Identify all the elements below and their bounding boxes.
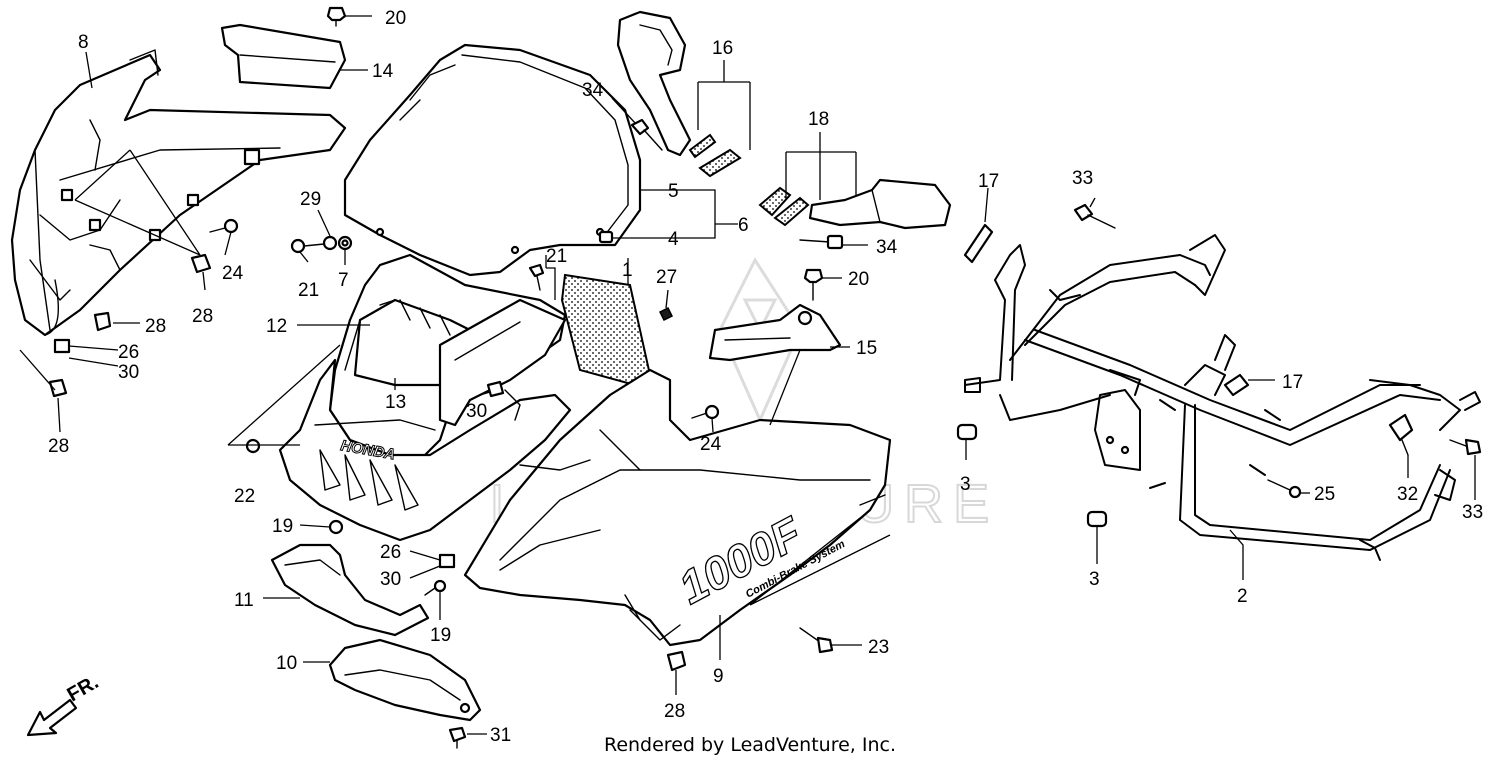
callout: 22: [234, 486, 255, 507]
callout: 28: [664, 701, 685, 722]
callout: 26: [380, 542, 401, 563]
part-30-clip-mid: [486, 380, 505, 398]
callout: 7: [338, 270, 349, 291]
callout: 19: [430, 625, 451, 646]
part-21-screw-mid: [528, 263, 545, 291]
part-10-lower-cover: [328, 638, 482, 722]
part-26-clip-left: [53, 338, 71, 354]
callout: 30: [466, 401, 487, 422]
callout: 30: [380, 569, 401, 590]
callout: 26: [118, 342, 139, 363]
callout: 20: [848, 269, 869, 290]
callout: 4: [668, 229, 679, 250]
callout: 34: [876, 237, 898, 258]
part-17-rubber-right: [1223, 373, 1250, 397]
part-21-screw-left: [290, 238, 325, 254]
part-28-clip-a: [190, 253, 212, 274]
part-18-mirror-right: [758, 178, 952, 230]
callout: 17: [1282, 372, 1303, 393]
part-19-screw-a: [328, 519, 344, 535]
callout: 3: [1089, 569, 1100, 590]
callout: 6: [738, 215, 749, 236]
part-24-bolt-left: [209, 218, 239, 234]
callout: 17: [978, 171, 999, 192]
part-11-lower-trim: [270, 543, 430, 637]
callout: 31: [490, 725, 511, 746]
part-31-screw: [448, 726, 467, 749]
part-13-bracket: [438, 298, 567, 427]
part-8-side-cowl: [10, 49, 347, 337]
front-direction-indicator: FR.: [26, 671, 102, 737]
part-16-mirror-left: [616, 10, 742, 178]
callout: 13: [385, 392, 406, 413]
callout: 8: [78, 32, 89, 53]
callout: 18: [808, 109, 829, 130]
part-3-damper-b: [1086, 510, 1108, 528]
part-29-washer: [322, 235, 353, 251]
callout: 2: [1237, 586, 1248, 607]
callout: 32: [1397, 484, 1418, 505]
callout: 11: [234, 590, 254, 611]
callout: 33: [1072, 168, 1093, 189]
callout: 24: [700, 434, 722, 455]
leader-lines: [19, 15, 1476, 735]
part-17-rubber-top: [963, 223, 994, 264]
part-4-grommet: [598, 230, 614, 244]
callout: 16: [712, 38, 733, 59]
callout: 19: [272, 516, 293, 537]
part-23-bolt: [799, 627, 834, 654]
part-22-bolt: [245, 438, 261, 454]
callout-labels: 20 8 14 16 34 18 5 4 6 29 21 7 24 28 28 …: [48, 8, 1483, 746]
callout: 28: [192, 306, 213, 327]
part-26-clip-mid: [438, 553, 456, 569]
credit-line: Rendered by LeadVenture, Inc.: [603, 734, 897, 756]
callout: 27: [656, 267, 677, 288]
callout: 28: [48, 436, 69, 457]
callout: 25: [1314, 484, 1335, 505]
callout: 14: [372, 61, 394, 82]
part-14-inner-panel: [220, 23, 347, 90]
part-5-windscreen: [343, 43, 642, 277]
part-19-screw-b: [424, 579, 447, 596]
part-25-bolt: [1267, 479, 1302, 499]
part-3-damper-a: [956, 423, 978, 441]
callout: 5: [668, 181, 679, 202]
callout: 24: [222, 263, 244, 284]
callout: 21: [546, 246, 567, 267]
part-20-screw-right: [803, 268, 824, 301]
callout: 30: [118, 362, 139, 383]
part-28-clip-bottom: [666, 650, 687, 672]
part-28-clip-c: [48, 378, 68, 398]
part-34-bolt-right: [799, 234, 844, 250]
part-2-frame-stay: [964, 234, 1481, 561]
callout: 23: [868, 637, 889, 658]
part-28-clip-b: [93, 311, 112, 332]
callout: 9: [713, 666, 724, 687]
callout: 34: [582, 80, 604, 101]
callout: 3: [960, 474, 971, 495]
callout: 15: [856, 338, 877, 359]
callout: 29: [300, 189, 321, 210]
part-20-screw-top: [326, 6, 347, 27]
callout: 20: [385, 8, 406, 29]
part-33-bolt-top: [1073, 203, 1116, 229]
part-24-bolt-mid: [691, 404, 720, 420]
callout: 21: [298, 280, 319, 301]
part-32-clip: [1388, 413, 1414, 456]
callout: 1: [622, 260, 633, 281]
part-33-bolt-right: [1449, 438, 1482, 456]
part-27-nut: [658, 306, 674, 322]
callout: 12: [266, 316, 287, 337]
callout: 10: [276, 653, 297, 674]
part-1-plate: [560, 273, 652, 387]
callout: 33: [1462, 502, 1483, 523]
callout: 28: [145, 316, 166, 337]
